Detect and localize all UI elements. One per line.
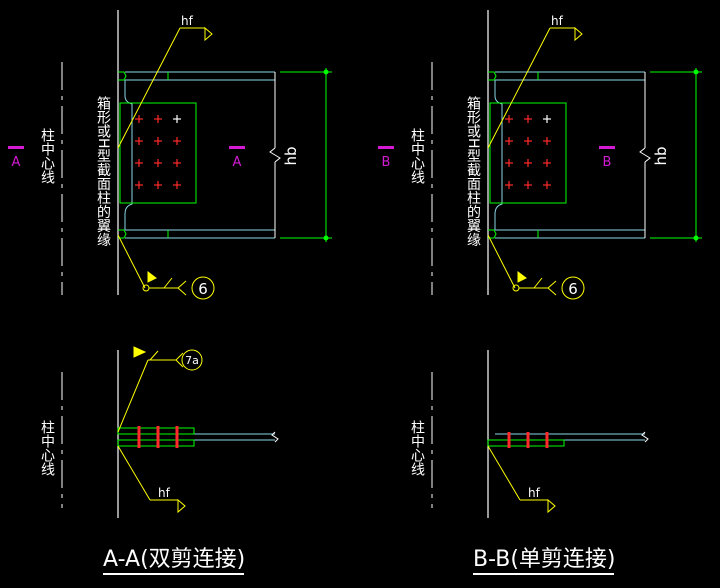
- section-mark-left: A: [12, 155, 21, 170]
- bolt: [505, 115, 513, 123]
- bolt: [173, 159, 181, 167]
- dimension-hb: [650, 68, 702, 242]
- bolt-group: [505, 115, 551, 189]
- bolt: [135, 137, 143, 145]
- bolt: [154, 181, 162, 189]
- weld-symbol-number: 6: [198, 280, 208, 298]
- bolt: [524, 181, 532, 189]
- beam-top-flange: [125, 71, 275, 81]
- weld-symbol-6: [117, 234, 215, 300]
- bolt-section: [507, 432, 549, 448]
- weld-leader-top: [117, 26, 213, 149]
- bolt: [543, 115, 551, 123]
- weld-symbol-number: 7a: [185, 354, 199, 367]
- section-mark-left: B: [382, 155, 391, 170]
- dimension-hb-label: hb: [652, 146, 670, 165]
- bolt: [524, 137, 532, 145]
- bolt: [173, 115, 181, 123]
- shear-plate: [489, 102, 567, 204]
- caption-b-b: B-B(单剪连接): [473, 547, 616, 572]
- weld-leader-bottom: [117, 445, 186, 514]
- bolt-section: [137, 426, 179, 448]
- bolt: [505, 137, 513, 145]
- bolt: [173, 137, 181, 145]
- bolt: [543, 159, 551, 167]
- beam-bottom-flange: [125, 229, 275, 239]
- weld-symbol-6: [487, 234, 585, 300]
- detail-a-plan: hb hf A A 6 柱中心线 箱形或H型截面柱的翼缘: [8, 10, 332, 300]
- section-mark-bar-left: [8, 146, 24, 149]
- caption-a-a: A-A(双剪连接): [103, 547, 245, 572]
- center-line-label: 柱中心线: [409, 420, 425, 476]
- weld-size-label: hf: [181, 14, 194, 28]
- center-line-label: 柱中心线: [39, 128, 55, 184]
- section-mark-bar-right: [229, 146, 245, 149]
- dimension-hb: [280, 68, 332, 242]
- weld-size-label: hf: [551, 14, 564, 28]
- bolt: [154, 115, 162, 123]
- beam-web-outline: [494, 80, 503, 230]
- section-mark-right: B: [603, 155, 612, 170]
- bolt: [135, 181, 143, 189]
- bolt: [173, 181, 181, 189]
- shear-plate-lower: [117, 439, 195, 447]
- bolt: [524, 115, 532, 123]
- bolt: [154, 159, 162, 167]
- bolt: [505, 159, 513, 167]
- bolt: [524, 159, 532, 167]
- weld-symbol-number: 6: [568, 280, 578, 298]
- beam-web: [495, 433, 645, 441]
- bolt: [135, 159, 143, 167]
- section-mark-right: A: [233, 155, 242, 170]
- weld-leader-top: [487, 26, 583, 149]
- section-a-a: 7a hf 柱中心线: [39, 346, 279, 518]
- shear-plate: [487, 439, 565, 447]
- weld-size-label: hf: [158, 486, 171, 500]
- section-b-b: hf 柱中心线: [409, 350, 649, 518]
- weld-symbol-7a: [117, 346, 203, 433]
- section-mark-bar-right: [599, 146, 615, 149]
- weld-size-label: hf: [528, 486, 541, 500]
- beam-web: [125, 433, 275, 441]
- bolt: [543, 137, 551, 145]
- bolt: [154, 137, 162, 145]
- beam-web-outline: [124, 80, 133, 230]
- shear-plate: [119, 102, 197, 204]
- section-mark-bar-left: [378, 146, 394, 149]
- beam-bottom-flange: [495, 229, 645, 239]
- column-flange-note: 箱形或H型截面柱的翼缘: [95, 96, 111, 247]
- column-flange-note: 箱形或H型截面柱的翼缘: [465, 96, 481, 247]
- detail-b-plan: hb hf B B 6 柱中心线 箱形或H型截面柱的翼缘: [378, 10, 702, 300]
- bolt: [543, 181, 551, 189]
- bolt: [505, 181, 513, 189]
- center-line-label: 柱中心线: [39, 420, 55, 476]
- bolt-group: [135, 115, 181, 189]
- center-line-label: 柱中心线: [409, 128, 425, 184]
- beam-top-flange: [495, 71, 645, 81]
- dimension-hb-label: hb: [282, 146, 300, 165]
- weld-leader-bottom: [487, 445, 556, 514]
- shear-plate-upper: [117, 427, 195, 435]
- bolt: [135, 115, 143, 123]
